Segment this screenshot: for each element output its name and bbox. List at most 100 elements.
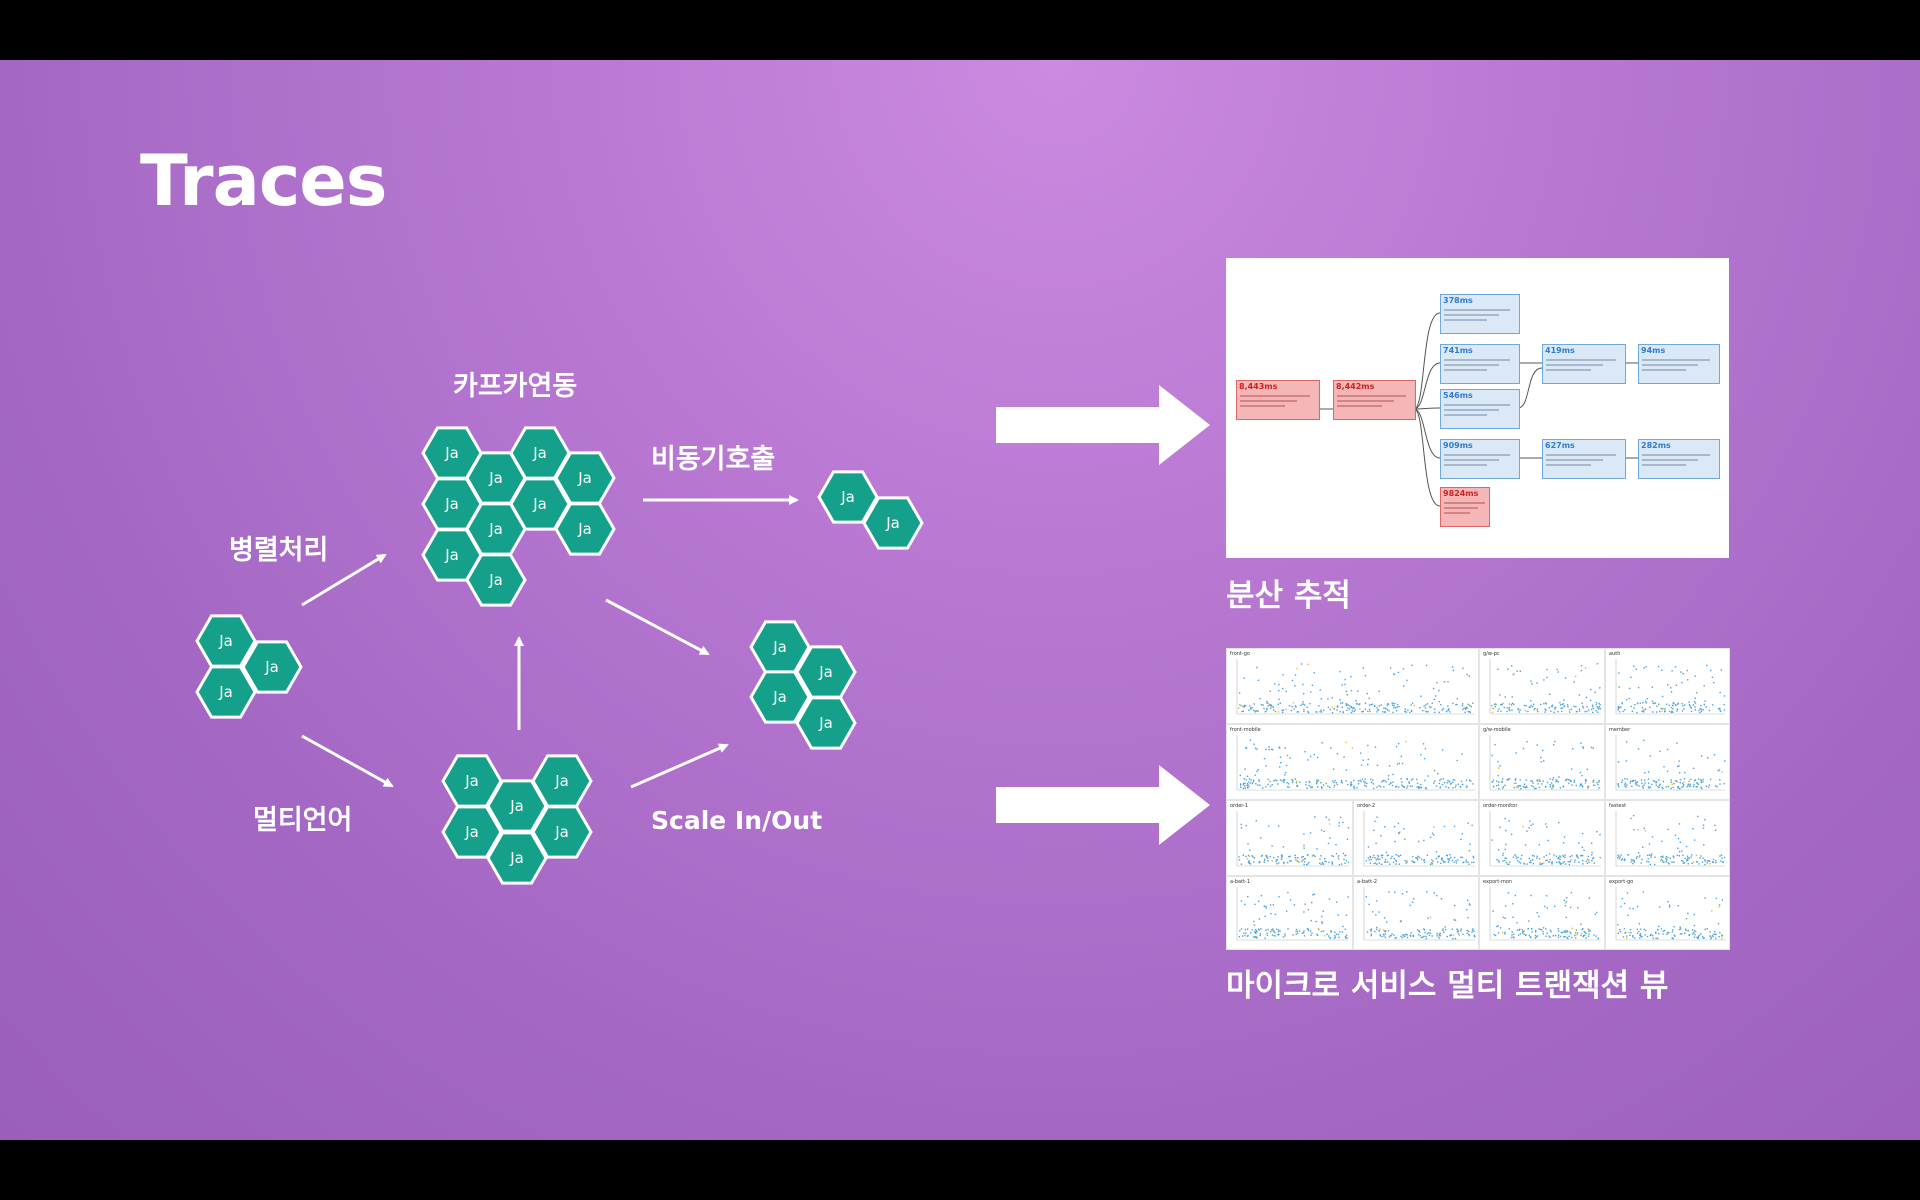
scatter-point <box>1693 701 1696 703</box>
scatter-point <box>1551 787 1553 790</box>
scatter-axis <box>1236 659 1475 715</box>
scatter-point <box>1407 709 1409 711</box>
scatter-axis <box>1489 659 1601 715</box>
scatter-point <box>1492 779 1495 781</box>
scatter-point <box>1296 711 1298 713</box>
scatter-point <box>1596 911 1598 914</box>
scatter-point <box>1542 749 1544 752</box>
scatter-point <box>1345 704 1347 706</box>
scatter-point <box>1525 705 1527 707</box>
scatter-point <box>1648 771 1650 773</box>
scatter-point <box>1473 934 1476 937</box>
hexagon-label: Ja <box>488 469 503 487</box>
scatter-point <box>1427 775 1429 777</box>
scatter-point <box>1514 854 1516 856</box>
scatter-point <box>1296 780 1298 782</box>
scatter-point <box>1597 784 1599 786</box>
scatter-point <box>1508 820 1510 822</box>
scatter-point <box>1546 826 1548 828</box>
scatter-point <box>1440 862 1442 864</box>
scatter-point <box>1672 711 1674 713</box>
scatter-point <box>1280 858 1283 860</box>
scatter-point <box>1711 934 1714 937</box>
scatter-point <box>1652 711 1654 713</box>
scatter-point <box>1681 850 1683 852</box>
service-hexagon: Ja <box>862 496 924 550</box>
scatter-point <box>1570 932 1572 935</box>
scatter-point <box>1710 937 1712 940</box>
scatter-point <box>1278 747 1281 749</box>
scatter-point <box>1424 748 1427 750</box>
scatter-point <box>1529 820 1531 822</box>
scatter-point <box>1588 930 1590 933</box>
scatter-point <box>1368 903 1370 906</box>
scatter-point <box>1496 858 1498 861</box>
scatter-point <box>1452 669 1454 672</box>
scatter-point <box>1247 895 1249 898</box>
scatter-point <box>1665 786 1667 788</box>
scatter-point <box>1502 860 1504 862</box>
scatter-point <box>1562 855 1565 857</box>
scatter-point <box>1630 861 1632 863</box>
scatter-point <box>1401 893 1404 895</box>
scatter-point <box>1672 705 1674 707</box>
scatter-point <box>1420 695 1422 697</box>
service-hexagon: Ja <box>531 805 593 859</box>
scatter-point <box>1522 930 1524 933</box>
scatter-point <box>1336 705 1339 707</box>
scatter-point <box>1689 704 1691 707</box>
scatter-point <box>1242 705 1244 708</box>
scatter-point <box>1413 861 1416 864</box>
scatter-point <box>1656 937 1658 940</box>
scatter-point <box>1428 706 1431 708</box>
scatter-point <box>1665 855 1668 858</box>
scatter-point <box>1305 781 1307 783</box>
scatter-point <box>1696 861 1698 863</box>
scatter-point <box>1432 834 1435 836</box>
scatter-point <box>1557 936 1560 938</box>
scatter-point <box>1452 787 1454 789</box>
scatter-point <box>1526 741 1528 743</box>
scatter-point <box>1491 839 1493 841</box>
scatter-point <box>1284 774 1286 776</box>
scatter-point <box>1624 778 1626 780</box>
scatter-point <box>1461 833 1463 835</box>
scatter-point <box>1591 851 1593 854</box>
scatter-point <box>1453 856 1456 859</box>
scatter-point <box>1584 667 1587 669</box>
scatter-point <box>1275 859 1278 861</box>
scatter-point <box>1617 784 1619 786</box>
scatter-point <box>1251 782 1254 785</box>
scatter-point <box>1378 911 1380 913</box>
scatter-point <box>1384 707 1387 709</box>
scatter-point <box>1272 706 1274 708</box>
scatter-point <box>1646 860 1648 863</box>
scatter-point <box>1281 709 1283 712</box>
scatter-point <box>1526 863 1528 865</box>
scatter-point <box>1679 782 1681 784</box>
scatter-point <box>1575 706 1577 708</box>
scatter-point <box>1387 702 1389 705</box>
scatter-point <box>1705 706 1707 708</box>
scatter-point <box>1394 786 1397 788</box>
scatter-point <box>1564 902 1567 904</box>
scatter-point <box>1585 696 1588 699</box>
scatter-point <box>1637 702 1639 705</box>
scatter-point <box>1720 860 1722 862</box>
scatter-point <box>1662 856 1664 858</box>
scatter-point <box>1514 779 1517 781</box>
scatter-point <box>1587 855 1589 858</box>
trace-span-text-line <box>1444 507 1478 509</box>
scatter-point <box>1397 855 1399 857</box>
hexagon-label: Ja <box>772 638 787 656</box>
scatter-point <box>1286 862 1289 864</box>
scatter-point <box>1258 779 1260 781</box>
scatter-point <box>1270 913 1272 915</box>
scatter-point <box>1416 782 1419 785</box>
scatter-point <box>1624 785 1626 787</box>
scatter-point <box>1670 687 1672 689</box>
scatter-point <box>1430 706 1432 708</box>
scatter-point <box>1617 709 1619 711</box>
scatter-point <box>1578 694 1581 696</box>
scatter-point <box>1698 709 1700 712</box>
